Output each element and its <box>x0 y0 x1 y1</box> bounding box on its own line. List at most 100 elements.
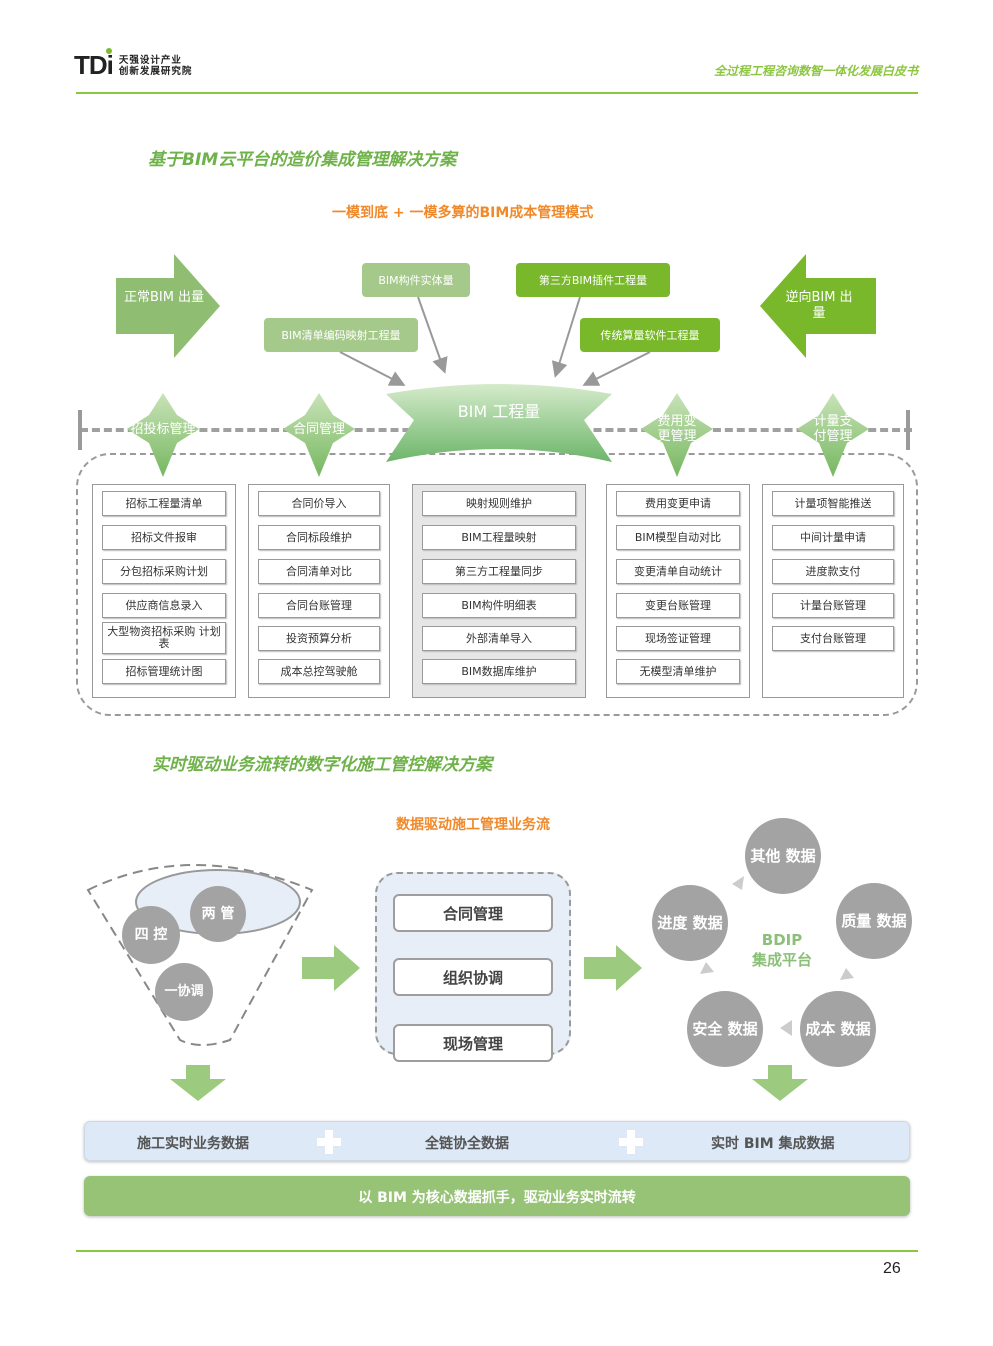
timeline-end-cap <box>906 410 910 450</box>
node-one-coordination: 一协调 <box>155 963 213 1021</box>
section2-subtitle: 数据驱动施工管理业务流 <box>396 817 550 833</box>
bim-quantity-label: BIM 工程量 <box>457 402 541 421</box>
header-contract: 合同管理 <box>283 393 355 477</box>
module-item[interactable]: 进度款支付 <box>772 559 894 584</box>
section2-title: 实时驱动业务流转的数字化施工管控解决方案 <box>152 755 492 775</box>
module-contract: 合同价导入 合同标段维护 合同清单对比 合同台账管理 投资预算分析 成本总控驾驶… <box>248 484 390 698</box>
module-item[interactable]: BIM数据库维护 <box>422 659 576 684</box>
header-bidding: 招投标管理 <box>127 393 199 477</box>
module-item[interactable]: BIM构件明细表 <box>422 593 576 618</box>
module-item[interactable]: 费用变更申请 <box>616 491 740 516</box>
header-divider <box>76 92 918 94</box>
module-item[interactable]: 合同价导入 <box>258 491 380 516</box>
node-four-control: 四 控 <box>122 906 180 964</box>
mgmt-item-site: 现场管理 <box>393 1024 553 1062</box>
normal-bim-label: 正常BIM 出量 <box>123 290 205 305</box>
arrow-code-mapping <box>339 351 406 386</box>
source-bim-entity-qty: BIM构件实体量 <box>362 263 470 297</box>
source-traditional-software: 传统算量软件工程量 <box>580 318 720 352</box>
core-statement: 以 BIM 为核心数据抓手，驱动业务实时流转 <box>358 1190 636 1206</box>
down-arrow-left <box>170 1065 226 1101</box>
module-item[interactable]: 现场签证管理 <box>616 626 740 651</box>
document-title: 全过程工程咨询数智一体化发展白皮书 <box>713 64 918 78</box>
core-statement-bar: 以 BIM 为核心数据抓手，驱动业务实时流转 <box>84 1176 910 1216</box>
header-contract-label: 合同管理 <box>292 421 345 437</box>
down-arrow-right <box>752 1065 808 1101</box>
module-item[interactable]: 第三方工程量同步 <box>422 559 576 584</box>
header-bidding-label: 招投标管理 <box>130 421 196 437</box>
mgmt-item-contract: 合同管理 <box>393 894 553 932</box>
bdip-label: BDIP <box>761 931 803 949</box>
right-arrow-2 <box>584 945 642 991</box>
bim-quantity-banner: BIM 工程量 <box>386 380 612 464</box>
node-safety-data: 安全 数据 <box>687 991 763 1067</box>
bdip-platform: BDIP 集成平台 <box>740 930 824 970</box>
source-bim-code-mapping: BIM清单编码映射工程量 <box>264 318 418 352</box>
timeline-start-cap <box>78 410 82 450</box>
right-arrow-1 <box>302 945 360 991</box>
module-item[interactable]: 合同标段维护 <box>258 525 380 550</box>
node-cost-data: 成本 数据 <box>800 991 876 1067</box>
reverse-bim-label: 逆向BIM 出量 <box>785 290 853 321</box>
module-item[interactable]: 招标文件报审 <box>102 525 226 550</box>
reverse-bim-arrow: 逆向BIM 出量 <box>760 254 876 358</box>
normal-bim-arrow: 正常BIM 出量 <box>116 254 220 358</box>
section1-subtitle: 一模到底 + 一模多算的BIM成本管理模式 <box>332 205 594 221</box>
module-item[interactable]: 合同台账管理 <box>258 593 380 618</box>
bar-item-full-chain: 全链协全数据 <box>425 1136 509 1152</box>
header-change-mgmt: 费用变 更管理 <box>641 393 713 477</box>
arrow-traditional <box>582 351 651 386</box>
logo-line-1: 天强设计产业 <box>118 54 182 66</box>
node-quality-data: 质量 数据 <box>836 883 912 959</box>
bar-item-realtime-business: 施工实时业务数据 <box>137 1136 249 1152</box>
module-item[interactable]: 成本总控驾驶舱 <box>258 659 380 684</box>
module-payment: 计量项智能推送 中间计量申请 进度款支付 计量台账管理 支付台账管理 <box>762 484 904 698</box>
module-item[interactable]: 计量台账管理 <box>772 593 894 618</box>
module-item[interactable]: 变更台账管理 <box>616 593 740 618</box>
footer-divider <box>76 1250 918 1252</box>
arrow-entity-qty <box>417 296 448 374</box>
module-item[interactable]: 大型物资招标采购 计划表 <box>102 622 226 654</box>
module-item[interactable]: 供应商信息录入 <box>102 593 226 618</box>
header-payment: 计量支 付管理 <box>797 393 869 477</box>
logo-mark: TDi <box>74 48 114 80</box>
module-item[interactable]: 中间计量申请 <box>772 525 894 550</box>
funnel-diagram <box>86 864 314 1046</box>
module-bim-quantity: 映射规则维护 BIM工程量映射 第三方工程量同步 BIM构件明细表 外部清单导入… <box>412 484 586 698</box>
node-progress-data: 进度 数据 <box>652 885 728 961</box>
node-two-management: 两 管 <box>190 886 246 942</box>
module-item[interactable]: 分包招标采购计划 <box>102 559 226 584</box>
page-number: 26 <box>883 1260 901 1277</box>
modules-container <box>76 453 918 716</box>
publisher-logo: TDi 天强设计产业 创新发展研究院 <box>74 48 193 81</box>
module-item[interactable]: 变更清单自动统计 <box>616 559 740 584</box>
mgmt-item-coordination: 组织协调 <box>393 958 553 996</box>
module-item[interactable]: 计量项智能推送 <box>772 491 894 516</box>
module-item[interactable]: 支付台账管理 <box>772 626 894 651</box>
node-other-data: 其他 数据 <box>745 818 821 894</box>
source-arrows <box>339 296 651 386</box>
header-payment-label: 计量支 付管理 <box>813 414 853 444</box>
plus-icon <box>317 1130 341 1154</box>
module-item[interactable]: 招标管理统计图 <box>102 659 226 684</box>
platform-label: 集成平台 <box>751 951 812 969</box>
module-bidding: 招标工程量清单 招标文件报审 分包招标采购计划 供应商信息录入 大型物资招标采购… <box>92 484 236 698</box>
module-item[interactable]: 投资预算分析 <box>258 626 380 651</box>
module-change-mgmt: 费用变更申请 BIM模型自动对比 变更清单自动统计 变更台账管理 现场签证管理 … <box>606 484 750 698</box>
module-item[interactable]: BIM工程量映射 <box>422 525 576 550</box>
module-item[interactable]: 招标工程量清单 <box>102 491 226 516</box>
logo-text: 天强设计产业 创新发展研究院 <box>119 55 193 77</box>
section1-title: 基于BIM云平台的造价集成管理解决方案 <box>148 150 457 170</box>
module-item[interactable]: BIM模型自动对比 <box>616 525 740 550</box>
module-item[interactable]: 映射规则维护 <box>422 491 576 516</box>
source-third-party-plugin: 第三方BIM插件工程量 <box>516 263 670 297</box>
arrow-third-party <box>551 296 581 378</box>
module-item[interactable]: 外部清单导入 <box>422 626 576 651</box>
module-item[interactable]: 合同清单对比 <box>258 559 380 584</box>
plus-icon <box>619 1130 643 1154</box>
logo-line-2: 创新发展研究院 <box>118 65 193 77</box>
module-item[interactable]: 无模型清单维护 <box>616 659 740 684</box>
data-sources-bar: 施工实时业务数据 全链协全数据 实时 BIM 集成数据 <box>84 1121 910 1161</box>
header-change-label: 费用变 更管理 <box>657 414 697 444</box>
management-panel: 合同管理 组织协调 现场管理 <box>375 872 571 1062</box>
